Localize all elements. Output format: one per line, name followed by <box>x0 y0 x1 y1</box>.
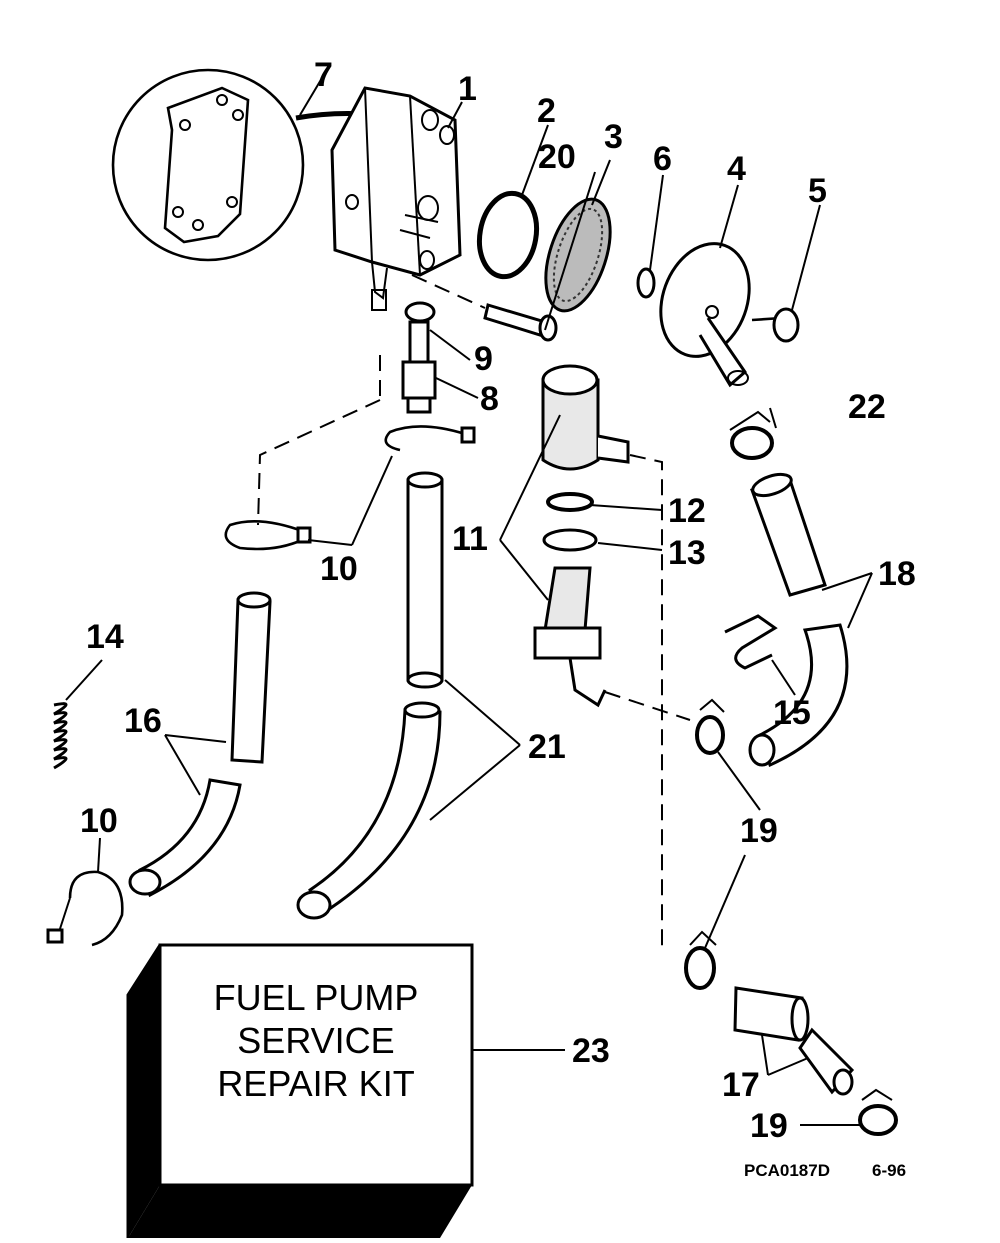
filter-screen-3 <box>544 197 612 313</box>
kit-line-1: FUEL PUMP <box>214 977 419 1018</box>
clamp-19-middle <box>684 930 717 990</box>
kit-line-3: REPAIR KIT <box>217 1063 414 1104</box>
callout-16: 16 <box>124 702 162 740</box>
fitting-8 <box>401 320 437 414</box>
filter-bowl-11 <box>541 364 630 471</box>
leader-lines <box>65 77 873 1126</box>
callout-21: 21 <box>528 728 566 766</box>
callout-15: 15 <box>773 694 811 732</box>
figure-code: PCA0187D <box>744 1161 830 1180</box>
callout-14: 14 <box>86 618 124 656</box>
hose-21-lower <box>296 701 442 920</box>
figure-date: 6-96 <box>872 1161 906 1180</box>
hose-16-lower <box>128 778 242 898</box>
gasket-detail <box>111 68 366 262</box>
callout-5: 5 <box>808 172 827 210</box>
hose-18-upper <box>750 472 827 597</box>
callout-18: 18 <box>878 555 916 593</box>
kit-line-2: SERVICE <box>237 1020 394 1061</box>
callout-4: 4 <box>727 150 746 188</box>
callout-1: 1 <box>458 70 477 108</box>
dashed-leader-pump <box>257 355 381 526</box>
callout-8: 8 <box>480 380 499 418</box>
callout-20: 20 <box>538 138 576 176</box>
callout-13: 13 <box>668 534 706 572</box>
callout-12: 12 <box>668 492 706 530</box>
repair-kit-box <box>126 943 474 1238</box>
callout-6: 6 <box>653 140 672 178</box>
callout-9: 9 <box>474 340 493 378</box>
hose-16-upper <box>230 591 272 764</box>
callout-19-middle: 19 <box>740 812 778 850</box>
clamp-10-upper <box>384 425 476 452</box>
callout-19-lower: 19 <box>750 1107 788 1145</box>
dashed-leader-outlet <box>604 691 691 721</box>
clamp-19-lower <box>858 1088 898 1136</box>
clip-15 <box>724 614 778 670</box>
callout-23: 23 <box>572 1032 610 1070</box>
hose-21-upper <box>406 471 444 689</box>
ring-6 <box>636 267 656 299</box>
callout-labels: 1 2 3 4 5 6 7 8 9 10 10 11 12 13 14 15 1… <box>80 56 916 1145</box>
clamp-22 <box>729 410 774 460</box>
o-ring-12 <box>546 492 594 512</box>
clamp-10-left <box>224 520 312 551</box>
callout-7: 7 <box>314 56 333 94</box>
callout-3: 3 <box>604 118 623 156</box>
hose-18-lower <box>748 623 849 768</box>
o-ring-2 <box>476 190 540 280</box>
dashed-leader-filter <box>629 454 663 950</box>
filter-element-11 <box>533 566 607 708</box>
callout-2: 2 <box>537 92 556 130</box>
callout-10-upper: 10 <box>320 550 358 588</box>
hose-17 <box>733 986 855 1096</box>
kit-box-text: FUEL PUMP SERVICE REPAIR KIT <box>214 977 419 1104</box>
callout-11: 11 <box>452 520 488 558</box>
clamp-19-upper <box>695 698 725 755</box>
screw-5 <box>751 307 800 343</box>
spring-14 <box>53 702 68 770</box>
fuel-pump-body <box>330 86 462 311</box>
clamp-10-lower <box>46 870 124 947</box>
callout-17: 17 <box>722 1066 760 1104</box>
callout-22: 22 <box>848 388 886 426</box>
filter-cover-4 <box>659 242 751 388</box>
callout-10-lower: 10 <box>80 802 118 840</box>
o-ring-13 <box>542 528 598 552</box>
bolt-20 <box>411 274 558 342</box>
washer-9 <box>404 301 436 323</box>
